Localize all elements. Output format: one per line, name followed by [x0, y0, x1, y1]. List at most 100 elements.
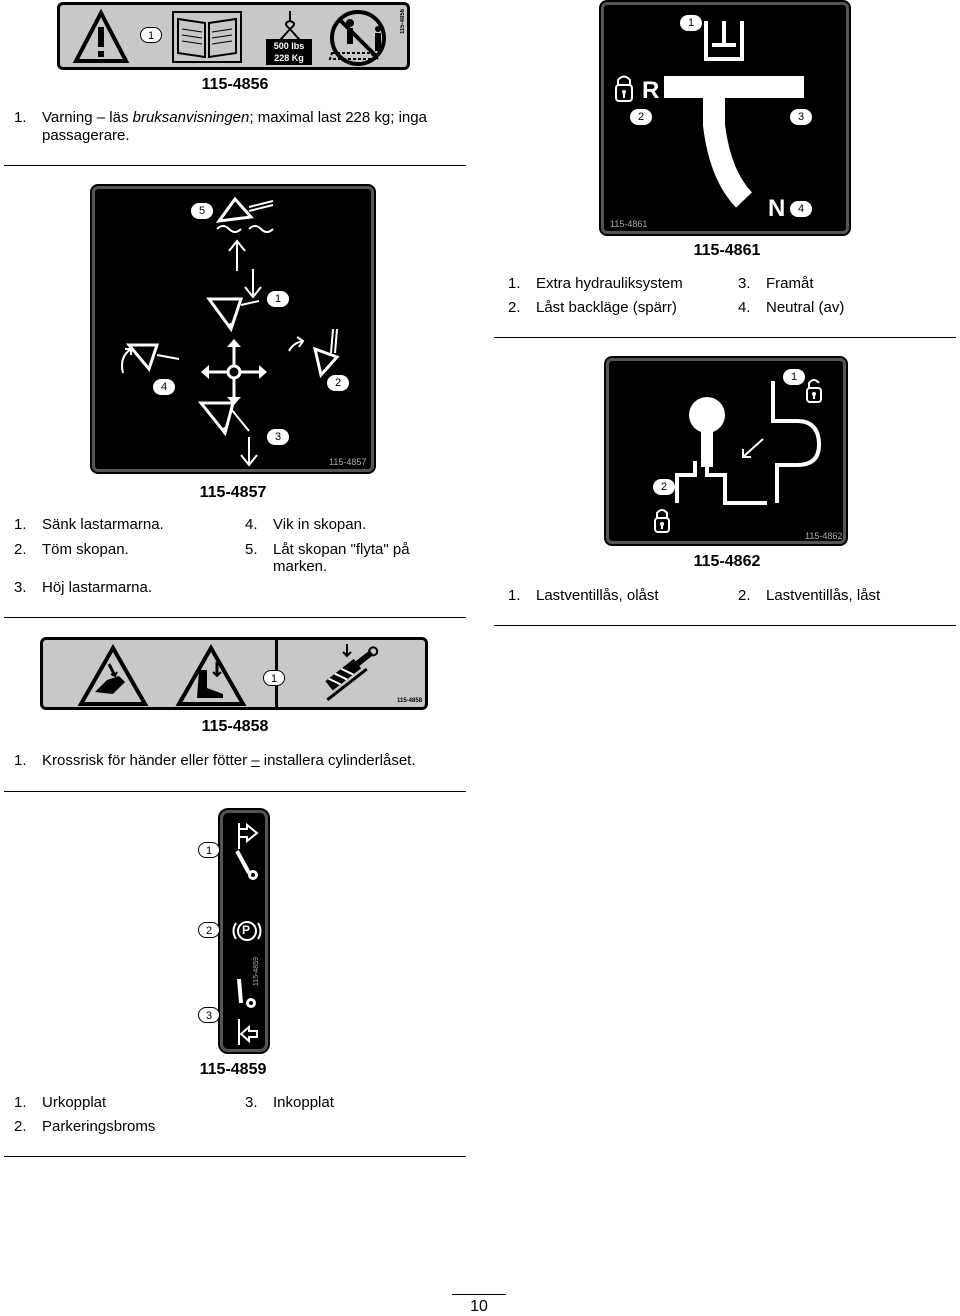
section-divider: [494, 337, 956, 338]
legend-item-4858-1: 1. Krossrisk för händer eller fötter – in…: [14, 752, 416, 770]
arrow-down-icon: [240, 437, 258, 467]
decal-callout-badge: 1: [263, 670, 285, 686]
parking-brake-icon: [232, 921, 262, 941]
lock-icon: [615, 75, 633, 102]
legend-emphasis: bruksanvisningen: [132, 109, 250, 126]
legend-text: Vik in skopan.: [273, 516, 367, 533]
valve-lock-lever-icon: [675, 381, 822, 505]
legend-text: Inkopplat: [273, 1094, 334, 1111]
decal-callout-badge: 5: [191, 203, 213, 219]
neutral-letter: N: [768, 195, 786, 222]
legend-item-4859-2: 2.Parkeringsbroms: [14, 1118, 155, 1136]
locked-lock-icon: [654, 509, 670, 533]
legend-item-4861-4: 4.Neutral (av): [738, 299, 844, 317]
decal-callout-badge: 1: [140, 27, 162, 43]
decal-code-115-4856: 115-4856: [201, 76, 269, 93]
parking-brake-symbol: P: [242, 923, 251, 937]
decal-callout-badge: 4: [153, 379, 175, 395]
hand-crush-warning-icon: [77, 643, 149, 706]
decal-inner-code: 115-4861: [610, 219, 648, 229]
legend-text: Parkeringsbroms: [42, 1118, 156, 1135]
legend-item-4862-1: 1.Lastventillås, olåst: [508, 587, 659, 605]
shift-pattern-icon: [664, 76, 804, 208]
decal-115-4856: 1 500 lbs 228 Kg 115-4856: [57, 2, 410, 70]
legend-item-4861-3: 3.Framåt: [738, 275, 814, 293]
legend-number: 1.: [14, 1094, 27, 1111]
legend-number: 2.: [14, 541, 27, 558]
legend-item-4856-1: 1. Varning – läs bruksanvisningen; maxima…: [14, 109, 427, 127]
decal-code-115-4859: 115-4859: [199, 1061, 267, 1078]
joystick-four-way-icon: [201, 339, 267, 405]
decal-inner-code: 115-4858: [397, 698, 423, 704]
decal-115-4861: 1 R 2 F 3 N 4 115-4861: [601, 2, 849, 234]
legend-item-4857-5-cont: marken.: [273, 558, 328, 575]
decal-callout-badge: 2: [653, 479, 675, 495]
section-divider: [4, 791, 466, 792]
legend-text: Urkopplat: [42, 1094, 107, 1111]
legend-number: 3.: [738, 275, 751, 292]
legend-number: 2.: [508, 299, 521, 316]
legend-text: Lastventillås, olåst: [536, 587, 659, 604]
legend-item-4861-2: 2. Låst backläge (spärr): [508, 299, 677, 317]
decal-code-115-4857: 115-4857: [199, 484, 267, 501]
decal-code-115-4858: 115-4858: [201, 718, 269, 735]
arrow-up-icon: [228, 239, 246, 271]
decal-115-4857: 5 1 4 2 3 115-4857: [92, 186, 374, 472]
no-passengers-icon: [328, 10, 386, 66]
legend-item-4856-1-cont: passagerare.: [42, 127, 130, 144]
bucket-dump-icon: [288, 328, 340, 379]
decal-115-4862: 1 2 115-4862: [606, 358, 846, 544]
legend-number: 1.: [14, 109, 27, 126]
load-rating-box: 500 lbs 228 Kg: [266, 39, 312, 65]
decal-code-115-4862: 115-4862: [693, 553, 761, 570]
legend-text: Varning – läs: [42, 109, 133, 126]
decal-callout-badge: 1: [267, 291, 289, 307]
decal-callout-badge: 1: [680, 15, 702, 31]
reverse-letter: R: [642, 77, 660, 104]
lever-engaged-icon: [237, 978, 256, 1008]
legend-number: 1.: [14, 752, 27, 769]
legend-item-4857-4: 4. Vik in skopan.: [245, 516, 366, 534]
legend-number: 1.: [14, 516, 27, 533]
cylinder-lock-icon: [325, 644, 379, 702]
engaged-arrow-icon: [238, 1019, 258, 1045]
foot-crush-warning-icon: [175, 643, 247, 706]
legend-number: 3.: [245, 1094, 258, 1111]
legend-text: ; maximal last 228 kg; inga: [249, 109, 427, 126]
manual-book-icon: [172, 11, 242, 63]
section-divider: [4, 1156, 466, 1157]
legend-text: installera cylinderlåset.: [259, 752, 416, 769]
legend-dash: –: [251, 752, 260, 769]
legend-text: Höj lastarmarna.: [42, 579, 153, 596]
legend-number: 3.: [14, 579, 27, 596]
legend-item-4859-1: 1. Urkopplat: [14, 1094, 106, 1112]
bucket-lower-icon: [206, 297, 260, 333]
page-number: 10: [470, 1298, 488, 1315]
decal-115-4859: P 115-4859: [220, 810, 268, 1052]
legend-text: Krossrisk för händer eller fötter: [42, 752, 252, 769]
decal-callout-badge: 1: [198, 842, 220, 858]
legend-item-4861-1: 1.Extra hydrauliksystem: [508, 275, 683, 293]
legend-item-4857-2: 2. Töm skopan.: [14, 541, 129, 559]
load-rating-lbs: 500 lbs: [273, 41, 305, 51]
legend-item-4862-2: 2.Lastventillås, låst: [738, 587, 880, 605]
decal-callout-badge: 2: [327, 375, 349, 391]
legend-item-4857-1: 1.Sänk lastarmarna.: [14, 516, 164, 534]
legend-text: Låst backläge (spärr): [536, 299, 677, 316]
section-divider: [494, 625, 956, 626]
bucket-curl-icon: [121, 343, 180, 374]
decal-callout-badge: 1: [783, 369, 805, 385]
legend-number: 4.: [245, 516, 258, 533]
decal-callout-badge: 4: [790, 201, 812, 217]
load-rating-kg: 228 Kg: [274, 53, 304, 63]
legend-number: 4.: [738, 299, 751, 316]
legend-text: Låt skopan "flyta" på: [273, 541, 410, 558]
legend-text: Töm skopan.: [42, 541, 129, 558]
unlocked-lock-icon: [806, 379, 822, 403]
auxiliary-hydraulics-icon: [704, 21, 744, 61]
section-divider: [4, 617, 466, 618]
legend-item-4859-3: 3. Inkopplat: [245, 1094, 334, 1112]
legend-item-4857-3: 3. Höj lastarmarna.: [14, 579, 152, 597]
legend-number: 5.: [245, 541, 258, 558]
decal-115-4858: 1 115-4858: [40, 637, 428, 710]
